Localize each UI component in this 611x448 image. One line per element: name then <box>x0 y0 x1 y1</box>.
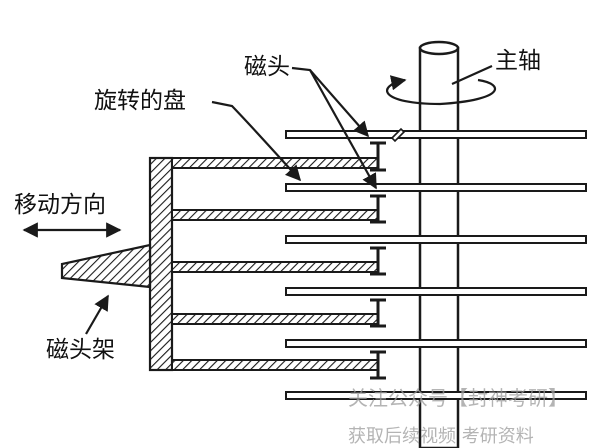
label-direction: 移动方向 <box>14 192 106 218</box>
head <box>370 298 386 328</box>
head-leader-1 <box>291 66 370 138</box>
spindle-top <box>418 40 460 56</box>
label-platter: 旋转的盘 <box>94 88 186 114</box>
label-spindle: 主轴 <box>495 48 541 74</box>
platter <box>285 339 587 348</box>
platter-leader <box>211 100 302 182</box>
head <box>370 246 386 276</box>
spindle-leader <box>451 64 493 86</box>
watermark-line-2: 获取后续视频 考研资料 <box>348 426 534 447</box>
arm-leader <box>85 294 109 335</box>
label-head: 磁头 <box>244 54 290 80</box>
platter <box>285 391 587 400</box>
head <box>370 194 386 224</box>
platter-stack <box>285 130 587 400</box>
head <box>370 350 386 380</box>
label-arm: 磁头架 <box>46 337 115 363</box>
platter <box>285 287 587 296</box>
read-write-heads <box>370 141 386 380</box>
head <box>370 141 386 172</box>
platter <box>285 183 587 192</box>
platter <box>285 130 587 139</box>
watermark-line-1: 关注公众号【封神考研】 <box>348 386 568 410</box>
head-leader-2 <box>309 69 377 190</box>
spindle-shaft <box>418 46 460 448</box>
pointer-mark <box>390 127 406 143</box>
platter <box>285 235 587 244</box>
rotation-arrow <box>386 75 497 106</box>
